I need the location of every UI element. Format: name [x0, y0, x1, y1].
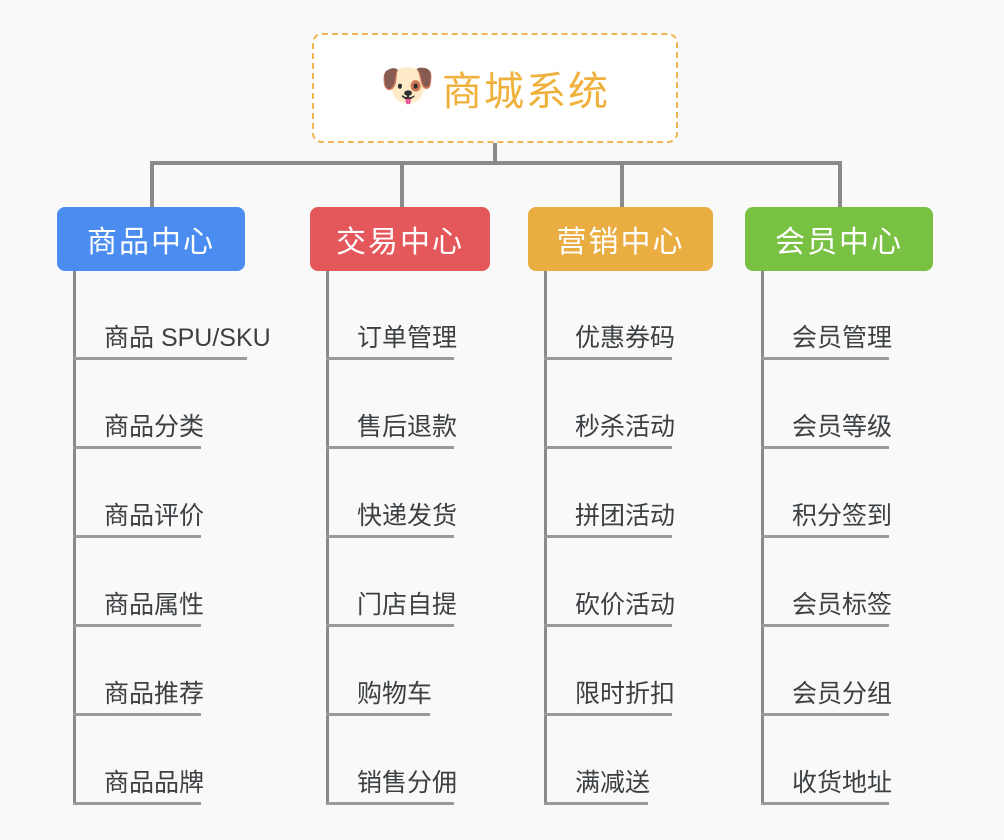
leaf-item[interactable]: 商品品牌 — [57, 716, 287, 805]
leaf-item-label: 秒杀活动 — [575, 412, 676, 441]
leaf-item-label: 商品分类 — [104, 412, 205, 441]
leaf-item[interactable]: 销售分佣 — [310, 716, 540, 805]
leaf-item-label: 商品评价 — [104, 501, 205, 530]
root-trunk-connector — [493, 143, 497, 165]
leaf-underline — [73, 357, 247, 360]
branch-drop-connector — [400, 161, 404, 207]
leaf-underline — [73, 802, 201, 805]
leaf-list: 商品 SPU/SKU 商品分类 商品评价 商品属性 商品推荐 商品品牌 — [57, 271, 287, 805]
leaf-item[interactable]: 会员标签 — [745, 538, 975, 627]
leaf-underline — [761, 357, 889, 360]
branch-header-shangpin[interactable]: 商品中心 — [57, 207, 245, 271]
leaf-item[interactable]: 会员分组 — [745, 627, 975, 716]
leaf-item-label: 限时折扣 — [575, 679, 676, 708]
leaf-item-label: 优惠券码 — [575, 323, 676, 352]
branch-drop-connector — [838, 161, 842, 207]
root-node-title: 商城系统 — [442, 70, 610, 114]
leaf-underline — [761, 802, 889, 805]
leaf-item-label: 购物车 — [357, 679, 433, 708]
leaf-item[interactable]: 会员等级 — [745, 360, 975, 449]
branch-column-jiaoyi: 交易中心 订单管理 售后退款 快递发货 门店自提 购物车 — [310, 161, 540, 805]
branch-column-huiyuan: 会员中心 会员管理 会员等级 积分签到 会员标签 会员分组 — [745, 161, 975, 805]
leaf-item[interactable]: 优惠券码 — [528, 271, 758, 360]
leaf-underline — [544, 357, 672, 360]
branch-header-huiyuan[interactable]: 会员中心 — [745, 207, 933, 271]
branch-column-shangpin: 商品中心 商品 SPU/SKU 商品分类 商品评价 商品属性 商品推荐 — [57, 161, 287, 805]
leaf-underline — [73, 535, 201, 538]
leaf-underline — [73, 713, 201, 716]
leaf-underline — [326, 713, 430, 716]
leaf-item[interactable]: 砍价活动 — [528, 538, 758, 627]
leaf-underline — [544, 624, 672, 627]
branch-header-jiaoyi[interactable]: 交易中心 — [310, 207, 490, 271]
root-node[interactable]: 🐶 商城系统 — [312, 33, 678, 143]
leaf-list: 会员管理 会员等级 积分签到 会员标签 会员分组 收货地址 — [745, 271, 975, 805]
leaf-underline — [544, 713, 672, 716]
leaf-item-label: 门店自提 — [357, 590, 458, 619]
branch-header-label: 营销中心 — [556, 226, 685, 259]
leaf-item[interactable]: 商品属性 — [57, 538, 287, 627]
leaf-item[interactable]: 购物车 — [310, 627, 540, 716]
leaf-item[interactable]: 售后退款 — [310, 360, 540, 449]
leaf-item[interactable]: 拼团活动 — [528, 449, 758, 538]
leaf-item-label: 商品品牌 — [104, 768, 205, 797]
leaf-item-label: 商品推荐 — [104, 679, 205, 708]
branch-header-label: 会员中心 — [775, 226, 903, 259]
shiba-dog-face-icon: 🐶 — [380, 61, 435, 110]
leaf-item-label: 拼团活动 — [575, 501, 676, 530]
leaf-underline — [544, 535, 672, 538]
leaf-item-label: 会员管理 — [792, 323, 893, 352]
branch-header-label: 交易中心 — [336, 226, 464, 259]
leaf-item-label: 砍价活动 — [575, 590, 676, 619]
leaf-underline — [73, 624, 201, 627]
leaf-item-label: 销售分佣 — [357, 768, 458, 797]
leaf-item[interactable]: 商品分类 — [57, 360, 287, 449]
branch-drop-connector — [620, 161, 624, 207]
branch-header-yingxiao[interactable]: 营销中心 — [528, 207, 713, 271]
leaf-list: 优惠券码 秒杀活动 拼团活动 砍价活动 限时折扣 满减送 — [528, 271, 758, 805]
leaf-item[interactable]: 会员管理 — [745, 271, 975, 360]
leaf-item[interactable]: 快递发货 — [310, 449, 540, 538]
leaf-underline — [326, 535, 454, 538]
leaf-item-label: 售后退款 — [357, 412, 458, 441]
leaf-underline — [326, 446, 454, 449]
leaf-underline — [73, 446, 201, 449]
leaf-item[interactable]: 商品推荐 — [57, 627, 287, 716]
leaf-item-label: 收货地址 — [792, 768, 893, 797]
leaf-item-label: 商品属性 — [104, 590, 205, 619]
leaf-item-label: 积分签到 — [792, 501, 893, 530]
branch-header-label: 商品中心 — [87, 226, 215, 259]
leaf-item-label: 快递发货 — [357, 501, 458, 530]
leaf-underline — [761, 535, 889, 538]
leaf-item[interactable]: 商品 SPU/SKU — [57, 271, 287, 360]
leaf-item-label: 订单管理 — [357, 323, 458, 352]
leaf-underline — [326, 624, 454, 627]
leaf-item[interactable]: 限时折扣 — [528, 627, 758, 716]
leaf-item[interactable]: 订单管理 — [310, 271, 540, 360]
leaf-item[interactable]: 收货地址 — [745, 716, 975, 805]
leaf-item-label: 商品 SPU/SKU — [104, 323, 271, 352]
leaf-underline — [761, 624, 889, 627]
category-bus-connector — [150, 161, 842, 165]
leaf-item[interactable]: 商品评价 — [57, 449, 287, 538]
leaf-item-label: 会员标签 — [792, 590, 893, 619]
leaf-item[interactable]: 积分签到 — [745, 449, 975, 538]
leaf-list: 订单管理 售后退款 快递发货 门店自提 购物车 销售分佣 — [310, 271, 540, 805]
leaf-underline — [761, 446, 889, 449]
leaf-item-label: 满减送 — [575, 768, 651, 797]
leaf-underline — [326, 357, 454, 360]
leaf-item[interactable]: 秒杀活动 — [528, 360, 758, 449]
leaf-item-label: 会员分组 — [792, 679, 893, 708]
leaf-underline — [326, 802, 454, 805]
leaf-item[interactable]: 满减送 — [528, 716, 758, 805]
branch-drop-connector — [150, 161, 154, 207]
leaf-underline — [544, 802, 648, 805]
leaf-item-label: 会员等级 — [792, 412, 893, 441]
branch-column-yingxiao: 营销中心 优惠券码 秒杀活动 拼团活动 砍价活动 限时折扣 — [528, 161, 758, 805]
leaf-item[interactable]: 门店自提 — [310, 538, 540, 627]
leaf-underline — [761, 713, 889, 716]
leaf-underline — [544, 446, 672, 449]
